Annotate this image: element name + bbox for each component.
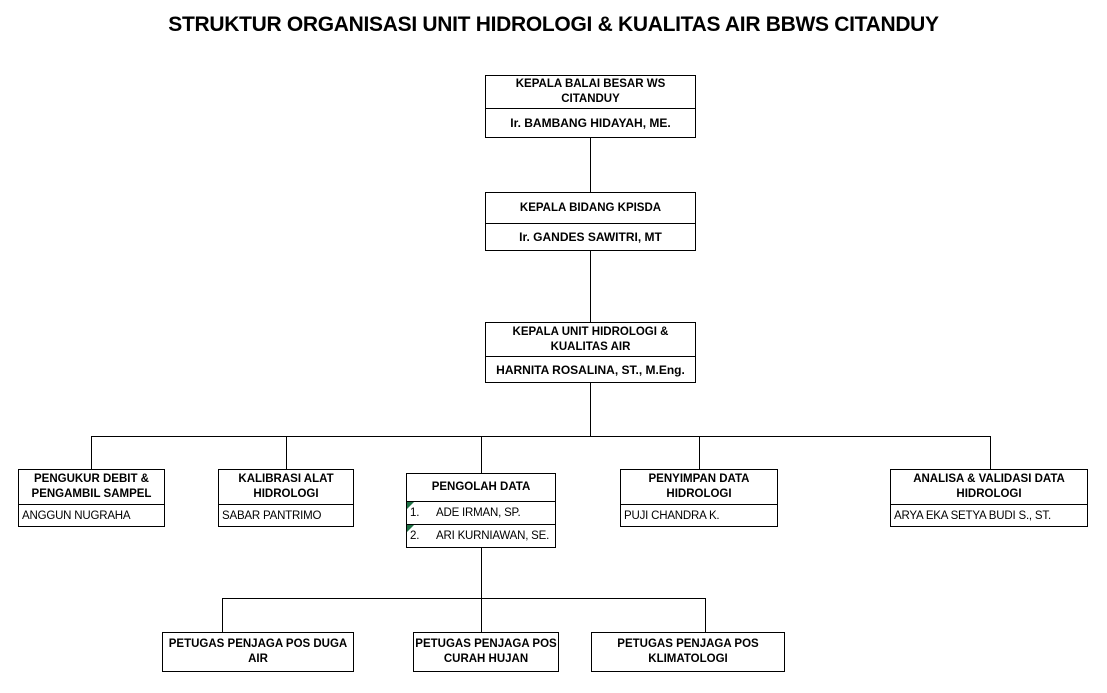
connector-bus-posts — [222, 598, 706, 599]
connector-drop-post-3 — [705, 598, 706, 632]
person-name: PUJI CHANDRA K. — [621, 504, 777, 526]
person-name: SABAR PANTRIMO — [219, 504, 353, 526]
org-box-analisa-validasi: ANALISA & VALIDASI DATA HIDROLOGI ARYA E… — [890, 469, 1088, 527]
org-box-pengukur-debit: PENGUKUR DEBIT & PENGAMBIL SAMPEL ANGGUN… — [18, 469, 165, 527]
page-title: STRUKTUR ORGANISASI UNIT HIDROLOGI & KUA… — [168, 13, 939, 36]
connector-drop-unit-3 — [481, 436, 482, 473]
connector-drop-post-1 — [222, 598, 223, 632]
role-title: KEPALA BIDANG KPISDA — [519, 201, 662, 214]
connector-drop-unit-5 — [990, 436, 991, 469]
org-box-kepala-unit-hidrologi: KEPALA UNIT HIDROLOGI & KUALITAS AIR HAR… — [485, 322, 696, 383]
cell-error-triangle-icon — [407, 502, 414, 509]
role-title: KEPALA BALAI BESAR WS CITANDUY — [515, 78, 666, 105]
connector-drop-unit-4 — [699, 436, 700, 469]
person-name: Ir. BAMBANG HIDAYAH, ME. — [486, 108, 695, 137]
person-name: ADE IRMAN, SP. — [436, 507, 521, 519]
org-box-kalibrasi-alat: KALIBRASI ALAT HIDROLOGI SABAR PANTRIMO — [218, 469, 354, 527]
connector-bus-units — [91, 436, 991, 437]
role-title: PETUGAS PENJAGA POS KLIMATOLOGI — [617, 638, 759, 665]
connector-l3-bus — [590, 383, 591, 437]
org-box-pos-curah-hujan: PETUGAS PENJAGA POS CURAH HUJAN — [413, 632, 559, 672]
member-row: 1. ADE IRMAN, SP. — [407, 501, 555, 524]
role-title: PENGOLAH DATA — [431, 481, 531, 493]
person-name: Ir. GANDES SAWITRI, MT — [486, 223, 695, 250]
role-title: PENYIMPAN DATA HIDROLOGI — [648, 473, 750, 500]
member-number: 2. — [410, 530, 420, 542]
person-name: ARI KURNIAWAN, SE. — [436, 530, 550, 542]
role-title: KALIBRASI ALAT HIDROLOGI — [238, 473, 334, 500]
connector-drop-unit-2 — [286, 436, 287, 469]
person-name: HARNITA ROSALINA, ST., M.Eng. — [486, 356, 695, 382]
org-box-pengolah-data: PENGOLAH DATA 1. ADE IRMAN, SP. 2. ARI K… — [406, 473, 556, 548]
org-box-pos-klimatologi: PETUGAS PENJAGA POS KLIMATOLOGI — [591, 632, 785, 672]
connector-drop-post-2 — [481, 598, 482, 632]
org-box-kepala-balai-besar: KEPALA BALAI BESAR WS CITANDUY Ir. BAMBA… — [485, 75, 696, 138]
role-title: KEPALA UNIT HIDROLOGI & KUALITAS AIR — [512, 325, 669, 353]
connector-drop-unit-1 — [91, 436, 92, 469]
role-title: PENGUKUR DEBIT & PENGAMBIL SAMPEL — [31, 473, 152, 500]
connector-l2-l3 — [590, 251, 591, 322]
role-title: ANALISA & VALIDASI DATA HIDROLOGI — [913, 473, 1065, 500]
member-number: 1. — [410, 507, 420, 519]
person-name: ANGGUN NUGRAHA — [19, 504, 164, 526]
connector-unit3-bus2 — [481, 547, 482, 599]
person-name: ARYA EKA SETYA BUDI S., ST. — [891, 504, 1087, 526]
role-title: PETUGAS PENJAGA POS CURAH HUJAN — [415, 638, 557, 665]
org-box-kepala-bidang-kpisda: KEPALA BIDANG KPISDA Ir. GANDES SAWITRI,… — [485, 192, 696, 251]
role-title: PETUGAS PENJAGA POS DUGA AIR — [168, 638, 348, 665]
member-row: 2. ARI KURNIAWAN, SE. — [407, 524, 555, 547]
connector-l1-l2 — [590, 137, 591, 192]
org-box-pos-duga-air: PETUGAS PENJAGA POS DUGA AIR — [162, 632, 354, 672]
cell-error-triangle-icon — [407, 525, 414, 532]
org-box-penyimpan-data: PENYIMPAN DATA HIDROLOGI PUJI CHANDRA K. — [620, 469, 778, 527]
